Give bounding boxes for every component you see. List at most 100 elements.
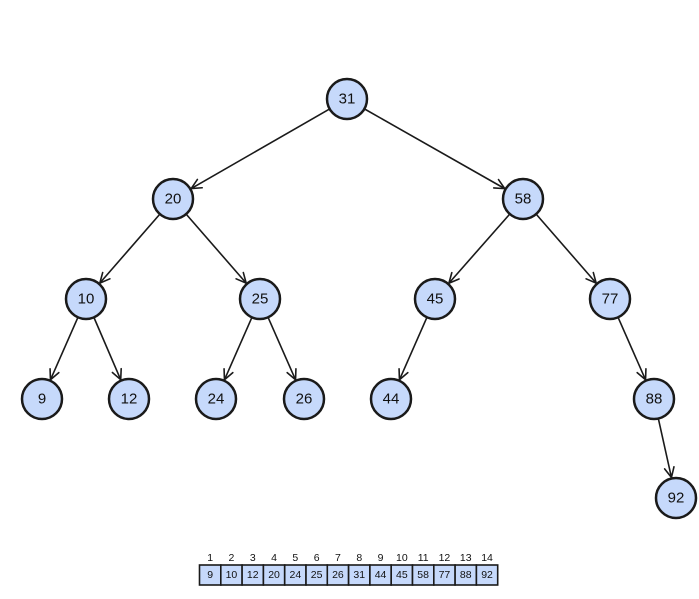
sorted-array: 1921031242052462572683194410451158127713… (198, 552, 499, 586)
array-cell-box (475, 564, 499, 586)
node-circle (413, 277, 457, 321)
array-index: 9 (378, 552, 384, 564)
node-label: 24 (208, 391, 225, 408)
array-index: 14 (481, 552, 493, 564)
node-label: 10 (78, 291, 95, 308)
tree-edge (617, 316, 647, 381)
node-label: 58 (515, 191, 532, 208)
node-label: 45 (427, 291, 444, 308)
tree-edge (448, 213, 511, 285)
tree-node-26: 26 (282, 377, 326, 421)
tree-node-9: 9 (20, 377, 64, 421)
tree-node-12: 12 (107, 377, 151, 421)
array-index: 2 (229, 552, 235, 564)
array-index: 13 (460, 552, 472, 564)
node-circle (632, 377, 676, 421)
tree-edge (267, 316, 297, 381)
node-label: 20 (165, 191, 182, 208)
array-index: 4 (271, 552, 277, 564)
array-index: 10 (396, 552, 408, 564)
node-label: 77 (602, 291, 619, 308)
tree-edge (398, 316, 428, 381)
tree-node-45: 45 (413, 277, 457, 321)
tree-node-58: 58 (501, 177, 545, 221)
tree-edge (535, 213, 598, 284)
tree-node-88: 88 (632, 377, 676, 421)
node-circle (194, 377, 238, 421)
array-value: 88 (460, 569, 472, 581)
node-label: 88 (646, 391, 663, 408)
array-index: 12 (439, 552, 451, 564)
node-circle (282, 377, 326, 421)
array-value: 58 (417, 569, 429, 581)
tree-edges (49, 108, 675, 479)
array-value: 24 (290, 569, 302, 581)
array-index: 6 (314, 552, 320, 564)
tree-node-20: 20 (151, 177, 195, 221)
tree-edge (98, 213, 161, 284)
tree-edge (49, 316, 79, 381)
array-value: 12 (247, 569, 259, 581)
tree-edge (363, 108, 506, 190)
array-cell: 420 (262, 552, 286, 586)
tree-node-10: 10 (64, 277, 108, 321)
tree-node-31: 31 (325, 77, 369, 121)
array-index: 5 (292, 552, 298, 564)
node-circle (325, 77, 369, 121)
tree-node-44: 44 (369, 377, 413, 421)
tree-node-25: 25 (238, 277, 282, 321)
node-circle (369, 377, 413, 421)
array-index: 8 (356, 552, 362, 564)
array-value: 31 (353, 569, 365, 581)
array-index: 1 (207, 552, 213, 564)
tree-node-77: 77 (588, 277, 632, 321)
array-value: 10 (226, 569, 238, 581)
node-label: 31 (339, 91, 356, 108)
node-circle (64, 277, 108, 321)
array-cell: 726 (326, 552, 350, 586)
array-index: 7 (335, 552, 341, 564)
array-cell: 831 (347, 552, 371, 586)
array-cell: 210 (220, 552, 243, 586)
tree-edge (93, 317, 122, 381)
node-circle (501, 177, 545, 221)
tree-edge (185, 213, 248, 284)
array-cell: 524 (283, 552, 307, 586)
node-label: 92 (668, 490, 685, 507)
node-label: 25 (252, 291, 269, 308)
array-cell: 625 (305, 552, 329, 586)
array-value: 44 (375, 569, 387, 581)
tree-node-24: 24 (194, 377, 238, 421)
array-value: 45 (396, 569, 408, 581)
array-value: 77 (439, 569, 451, 581)
tree-node-92: 92 (654, 476, 698, 520)
node-label: 26 (296, 391, 313, 408)
node-label: 12 (121, 391, 138, 408)
array-value: 9 (207, 569, 213, 581)
node-circle (107, 377, 151, 421)
array-cell: 944 (369, 552, 392, 586)
array-value: 92 (481, 569, 493, 581)
node-circle (20, 377, 64, 421)
array-value: 25 (311, 569, 323, 581)
tree-edge (223, 316, 253, 381)
array-value: 26 (332, 569, 344, 581)
array-cell: 19 (198, 552, 222, 586)
array-index: 3 (250, 552, 256, 564)
node-circle (238, 277, 282, 321)
node-circle (588, 277, 632, 321)
tree-edge (190, 108, 331, 190)
tree-edge (657, 418, 675, 479)
node-label: 44 (383, 391, 400, 408)
node-circle (151, 177, 195, 221)
array-index: 11 (418, 552, 429, 564)
array-value: 20 (268, 569, 280, 581)
node-circle (654, 476, 698, 520)
tree-nodes: 31 20 58 10 25 45 77 9 12 24 26 44 88 92 (20, 77, 698, 520)
